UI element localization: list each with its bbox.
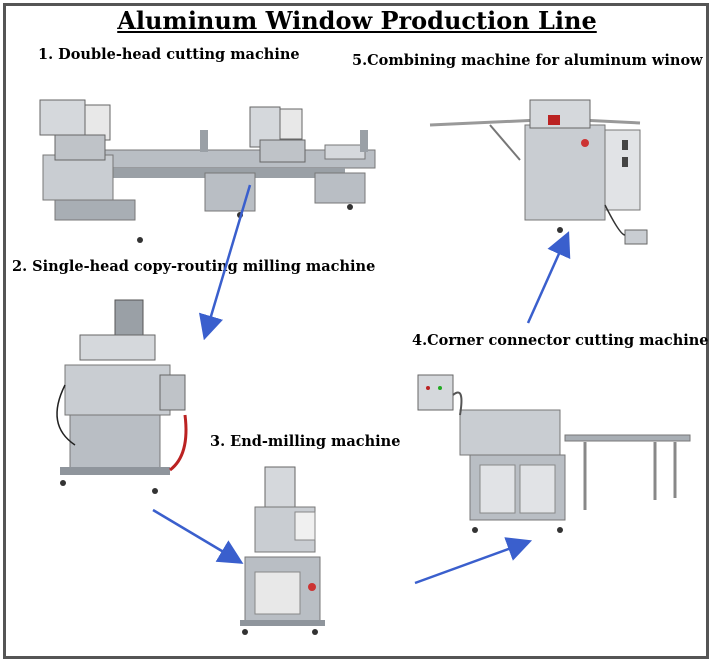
end-milling-machine-image (240, 466, 325, 635)
combining-machine-image (429, 99, 648, 245)
double-head-cutting-machine-image (39, 99, 376, 243)
step-2-label: 2. Single-head copy-routing milling mach… (12, 258, 376, 275)
step-1-label: 1. Double-head cutting machine (38, 46, 300, 63)
step-5-label: 5.Combining machine for aluminum winow (352, 52, 703, 69)
copy-routing-milling-machine-image (56, 299, 188, 494)
step-3-label: 3. End-milling machine (210, 433, 401, 450)
corner-connector-cutting-machine-image (417, 374, 691, 533)
step-4-label: 4.Corner connector cutting machine (412, 332, 709, 349)
page-title: Aluminum Window Production Line (117, 6, 597, 35)
